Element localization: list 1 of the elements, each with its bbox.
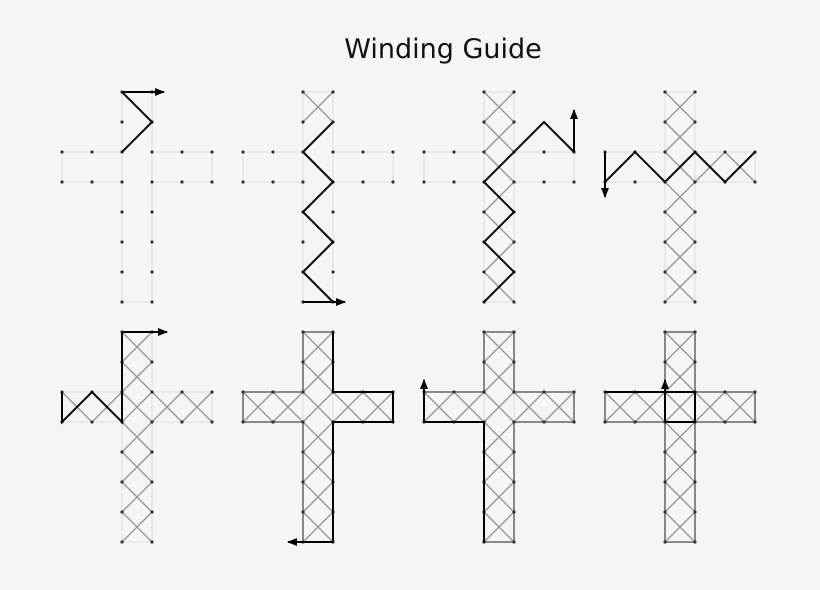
diagram-title: Winding Guide <box>344 34 542 66</box>
